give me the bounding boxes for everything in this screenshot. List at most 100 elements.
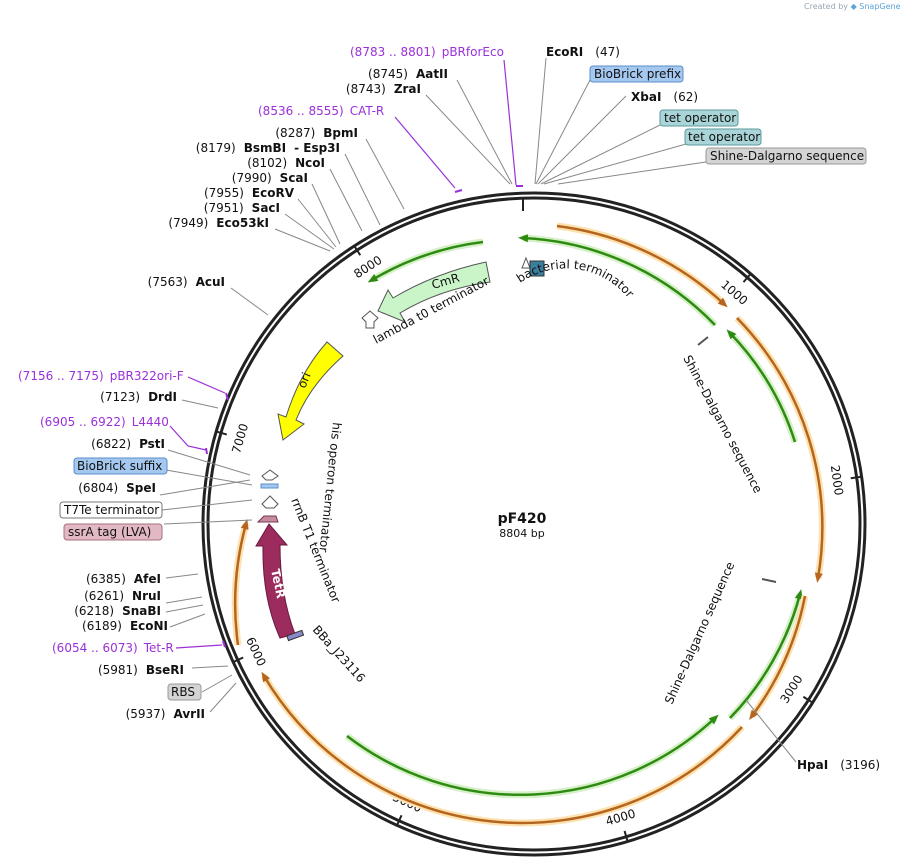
leader-ssra: [163, 519, 253, 525]
plasmid-size: 8804 bp: [499, 527, 544, 540]
leader-acui: [230, 287, 269, 316]
primer-tet-r: (6054 .. 6073)Tet-R: [52, 641, 174, 655]
leader-hpai: [745, 699, 797, 763]
leader-bsmbi: [344, 153, 381, 226]
tick-label-3000: 3000: [777, 673, 805, 706]
primer-leader-pbr322ori-f: [187, 376, 226, 394]
ori-feature-arrow: [277, 341, 344, 441]
enzyme-acui: (7563)AcuI: [148, 275, 225, 289]
tick-mark-3000: [802, 695, 814, 704]
leader-psti: [167, 449, 251, 476]
sd-upper-label: Shine-Dalgarno sequence: [680, 353, 765, 496]
orf-arc-green-top-line: [367, 240, 484, 283]
orf-arc-orange-lowright-line: [749, 595, 807, 721]
leader-drdi: [181, 399, 219, 409]
orf-arc-orange-bottom-line: [261, 671, 743, 825]
primer-l4440: (6905 .. 6922)L4440: [40, 415, 169, 429]
orf-arcs-green: [344, 234, 804, 799]
leader-afei: [165, 573, 199, 579]
box-shine-dalgarno: Shine-Dalgarno sequence: [705, 147, 867, 165]
leader-saci: [284, 213, 335, 250]
enzyme-bsmbi: (8179)BsmBI- Esp3I: [196, 141, 340, 155]
backbone-outer: [201, 191, 867, 857]
tet-operator-icon: [529, 260, 545, 277]
enzyme-labels: EcoRI(47) XbaI(62) (8745)AatII (8743)Zra…: [74, 45, 880, 772]
leader-ecorv: [297, 198, 337, 248]
sd-upper-icon: [697, 336, 709, 346]
leader-zrai: [425, 94, 511, 185]
primer-pbr322ori-f: (7156 .. 7175)pBR322ori-F: [18, 369, 184, 383]
lambda-t0-terminator-icon: [361, 310, 379, 329]
watermark-prefix: Created by: [804, 2, 849, 11]
leader-ncoi: [329, 168, 363, 232]
enzyme-econi: (6189)EcoNI: [82, 619, 168, 633]
snapgene-watermark: Created by ◆ SnapGene: [804, 2, 901, 11]
enzyme-afei: (6385)AfeI: [86, 572, 161, 586]
tetr-label: TetR: [268, 568, 288, 600]
enzyme-ecorv: (7955)EcoRV: [204, 186, 295, 200]
ori-label: ori: [295, 370, 314, 390]
his-operon-label: his operon terminator: [316, 422, 344, 553]
leader-aatii: [456, 79, 513, 185]
box-tet-operator-2: tet operator: [684, 128, 762, 146]
enzyme-bpmi: (8287)BpmI: [275, 126, 358, 140]
primer-mark-pbr322ori-f: [225, 392, 229, 401]
primer-pbrforeco: (8783 .. 8801)pBRforEco: [350, 45, 504, 59]
sd-lower-icon: [761, 578, 777, 583]
box-t7te-terminator-label: T7Te terminator: [63, 503, 159, 517]
leader-scai: [311, 183, 341, 245]
leader-biobrick-prefix: [535, 79, 591, 185]
box-biobrick-suffix-label: BioBrick suffix: [77, 459, 162, 473]
orf-arcs-orange: [231, 222, 826, 827]
leader-rbs: [201, 674, 233, 693]
enzyme-ncoi: (8102)NcoI: [247, 156, 325, 170]
tick-mark-1000: [742, 273, 752, 283]
biobrick-suffix-icon: [260, 483, 279, 489]
leader-biobrick-suffix: [165, 469, 253, 486]
enzyme-ecori: EcoRI(47): [546, 45, 620, 59]
box-tet-operator-1-label: tet operator: [664, 111, 736, 125]
primer-leader-pbrforeco: [503, 59, 517, 186]
leader-shine-dalgarno: [557, 161, 707, 185]
primer-mark-l4440: [205, 447, 208, 455]
primer-labels: (8783 .. 8801)pBRforEco (8536 .. 8555)CA…: [18, 45, 504, 655]
primer-leader-cat-r: [394, 116, 456, 189]
tick-mark-2000: [850, 475, 862, 480]
enzyme-xbai: XbaI(62): [631, 90, 698, 104]
watermark-brand: SnapGene: [859, 2, 901, 11]
enzyme-zrai: (8743)ZraI: [346, 82, 421, 96]
box-biobrick-prefix-label: BioBrick prefix: [594, 67, 681, 81]
leader-snabi: [165, 604, 204, 613]
boxed-feature-labels: BioBrick prefix tet operator tet operato…: [59, 65, 867, 701]
leader-econi: [169, 613, 206, 628]
enzyme-scai: (7990)ScaI: [232, 171, 308, 185]
enzyme-psti: (6822)PstI: [91, 437, 165, 451]
tick-mark-5000: [396, 814, 403, 826]
leader-t7te: [161, 499, 253, 511]
orf-arc-green-lowright-line: [729, 589, 803, 719]
box-rbs: RBS: [167, 683, 202, 701]
box-biobrick-suffix: BioBrick suffix: [73, 457, 168, 475]
primer-mark-tet-r: [222, 640, 226, 648]
sd-lower-label: Shine-Dalgarno sequence: [662, 560, 737, 706]
orf-arc-green-bottom-line: [346, 714, 719, 796]
tick-mark-6000: [232, 656, 244, 663]
t7te-terminator-icon: [261, 495, 279, 509]
leader-bseri: [191, 665, 229, 669]
primer-leader-tet-r: [175, 644, 223, 649]
orf-arc-green-right-line: [726, 329, 797, 443]
his-operon-terminator-icon: [261, 469, 279, 481]
tick-mark-4000: [623, 830, 629, 842]
leader-ecori: [534, 57, 547, 185]
enzyme-avrii: (5937)AvrII: [126, 707, 205, 721]
enzyme-eco53ki: (7949)Eco53kI: [168, 216, 269, 230]
leader-xbai: [537, 95, 627, 185]
orf-arc-orange-topright-line: [556, 224, 728, 308]
enzyme-hpai: HpaI(3196): [797, 758, 880, 772]
enzyme-snabi: (6218)SnaBI: [74, 604, 161, 618]
orf-arc-green-topright-line: [518, 234, 716, 326]
tick-mark-8000: [353, 245, 362, 256]
enzyme-saci: (7951)SacI: [204, 201, 280, 215]
leader-tet-op2: [543, 143, 687, 185]
